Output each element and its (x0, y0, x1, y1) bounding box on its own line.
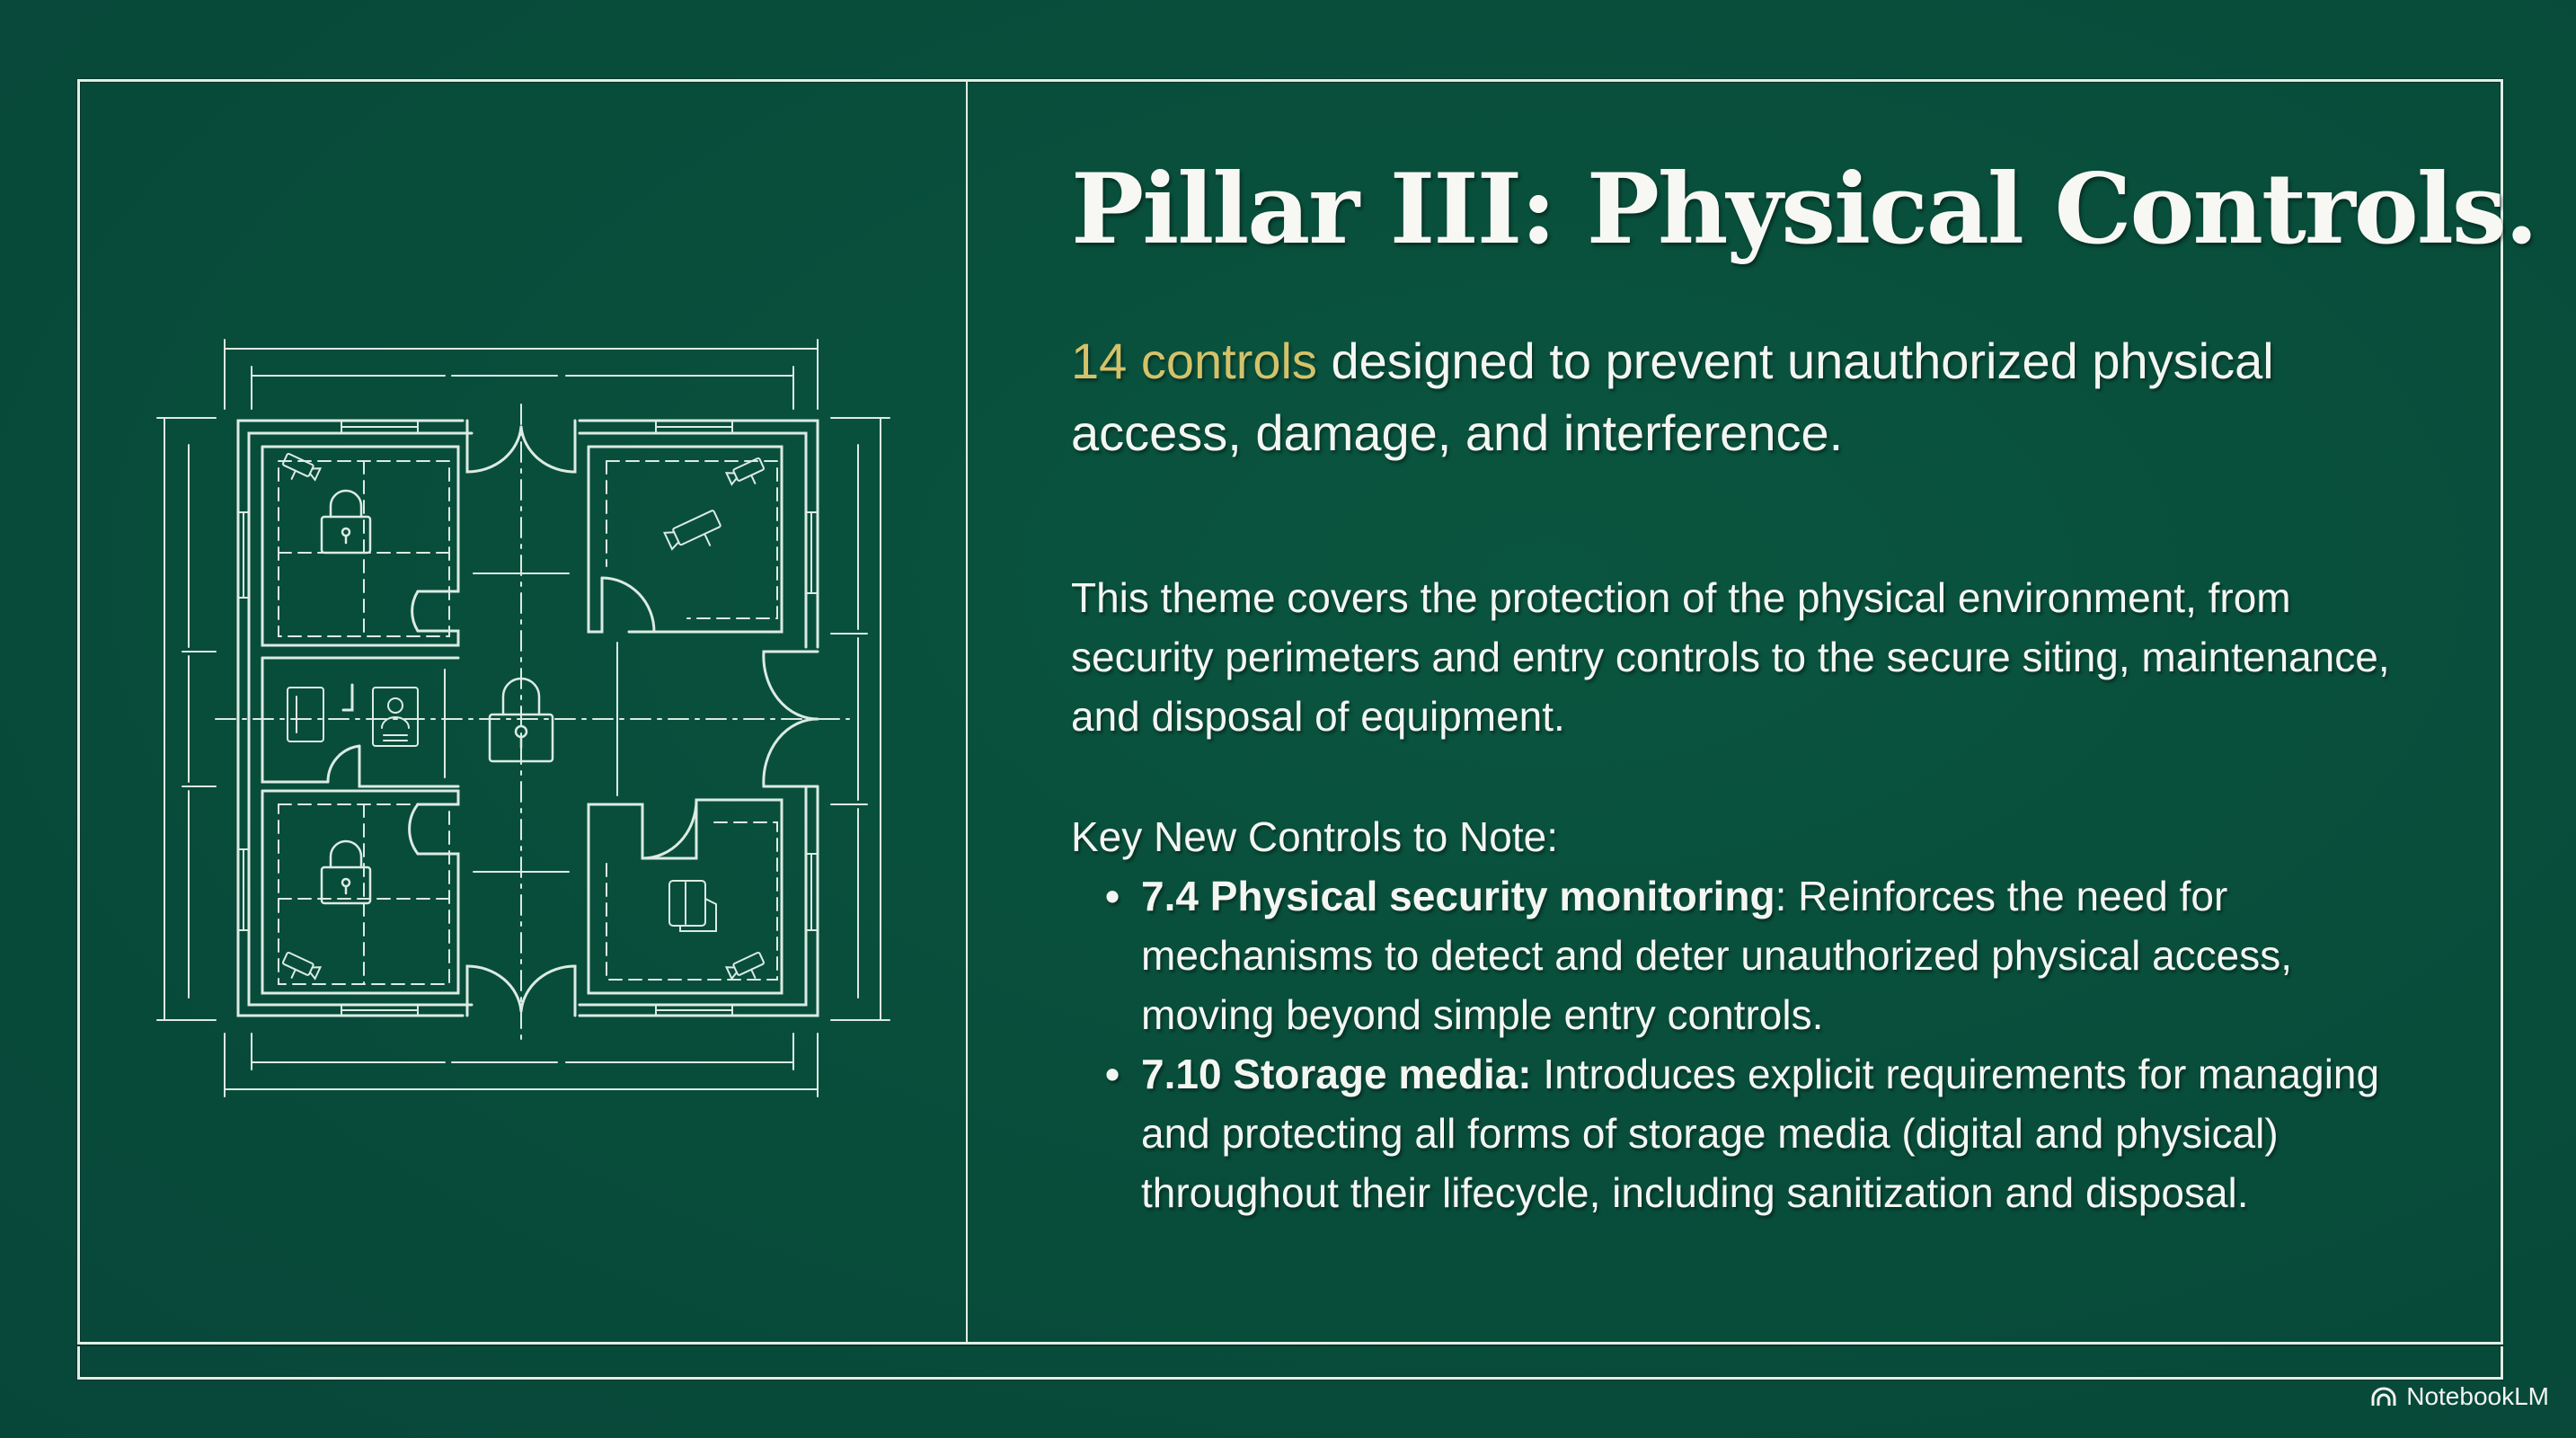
card-reader-icon (287, 687, 324, 742)
notebooklm-watermark: NotebookLM (2370, 1382, 2549, 1411)
bullet-icon: • (1105, 873, 1120, 919)
padlock-icon (320, 489, 554, 905)
security-camera-icon (281, 452, 766, 981)
control-name: 7.10 Storage media: (1141, 1051, 1532, 1097)
slide-frame (77, 79, 2503, 1380)
slide-title: Pillar III: Physical Controls. (1071, 153, 2538, 266)
key-controls-list: •7.4 Physical security monitoring: Reinf… (1071, 866, 2437, 1222)
bullet-icon: • (1105, 1051, 1120, 1097)
lead-text: designed to prevent unauthorized physica… (1071, 333, 2274, 461)
lead-statement: 14 controls designed to prevent unauthor… (1071, 325, 2437, 469)
storage-media-icon (668, 880, 717, 932)
notebooklm-logo-icon (2371, 1387, 2396, 1406)
list-item: •7.4 Physical security monitoring: Reinf… (1071, 866, 2437, 1044)
brand-label: NotebookLM (2406, 1382, 2549, 1410)
control-name: 7.4 Physical security monitoring (1141, 873, 1775, 919)
theme-description: This theme covers the protection of the … (1071, 574, 2390, 740)
column-divider (966, 79, 968, 1345)
control-description: Introduces explicit requirements for man… (1141, 1051, 2380, 1216)
id-badge-icon (372, 687, 419, 747)
list-item: • 7.10 Storage media: Introduces explicit… (1071, 1044, 2437, 1222)
floor-plan-illustration (148, 333, 903, 1105)
footer-divider (77, 1342, 2503, 1345)
key-controls-heading: Key New Controls to Note: (1071, 813, 1559, 860)
control-description: Reinforces the need for mechanisms to de… (1141, 873, 2293, 1038)
controls-count-highlight: 14 controls (1071, 333, 1317, 389)
